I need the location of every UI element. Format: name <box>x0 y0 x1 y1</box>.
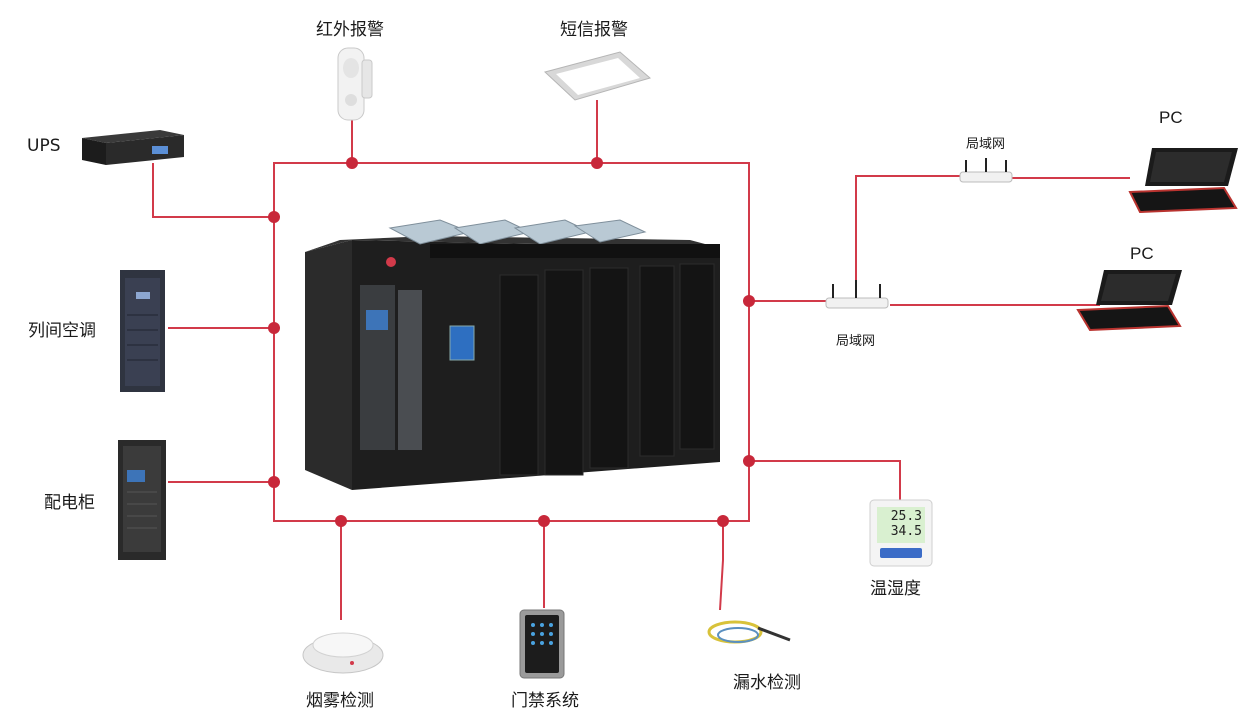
router-top-image <box>959 158 1013 183</box>
infrared-sensor-image <box>337 47 373 121</box>
label-row-ac: 列间空调 <box>28 321 96 341</box>
junction-nodes <box>268 157 755 527</box>
label-infrared-alarm: 红外报警 <box>316 20 384 40</box>
ups-image <box>82 130 184 165</box>
line-thermo <box>749 460 901 500</box>
line-ups <box>152 163 274 218</box>
thermo-hygrometer-image <box>869 499 933 567</box>
micro-module-cabinet-image <box>305 219 720 490</box>
smoke-detector-image <box>302 632 384 674</box>
node-leak <box>717 515 729 527</box>
router-bottom-image <box>825 280 889 309</box>
node-sms <box>591 157 603 169</box>
label-ups: UPS <box>27 136 61 156</box>
label-sms-alarm: 短信报警 <box>560 20 628 40</box>
main-bus-loop <box>273 162 750 522</box>
access-keypad-image <box>519 609 565 679</box>
node-infrared <box>346 157 358 169</box>
label-lan-top: 局域网 <box>966 137 1006 152</box>
connection-lines <box>152 100 1130 620</box>
node-access <box>538 515 550 527</box>
smartphone-image <box>543 51 652 101</box>
label-lan-bottom: 局域网 <box>836 334 876 349</box>
thermo-readout: 25.3 34.5 <box>880 509 922 539</box>
leak-cable-image <box>707 620 791 644</box>
label-leak-detection: 漏水检测 <box>733 673 801 693</box>
line-leak <box>719 521 724 611</box>
line-lan-top-in <box>855 175 960 285</box>
power-cabinet-image <box>118 440 166 560</box>
thermo-humidity: 34.5 <box>890 524 922 539</box>
thermo-temperature: 25.3 <box>890 509 922 524</box>
node-smoke <box>335 515 347 527</box>
label-temp-humidity: 温湿度 <box>870 579 921 599</box>
label-smoke-detection: 烟雾检测 <box>306 691 374 711</box>
laptop-top-image <box>1128 148 1238 214</box>
node-thermo <box>743 455 755 467</box>
label-pc-top: PC <box>1159 108 1183 127</box>
row-ac-image <box>120 270 165 392</box>
laptop-bottom-image <box>1076 270 1182 332</box>
label-access-control: 门禁系统 <box>511 691 579 711</box>
label-power-cabinet: 配电柜 <box>44 493 95 513</box>
node-ups <box>268 211 280 223</box>
node-lan <box>743 295 755 307</box>
node-power-cabinet <box>268 476 280 488</box>
label-pc-bottom: PC <box>1130 244 1154 263</box>
node-row-ac <box>268 322 280 334</box>
